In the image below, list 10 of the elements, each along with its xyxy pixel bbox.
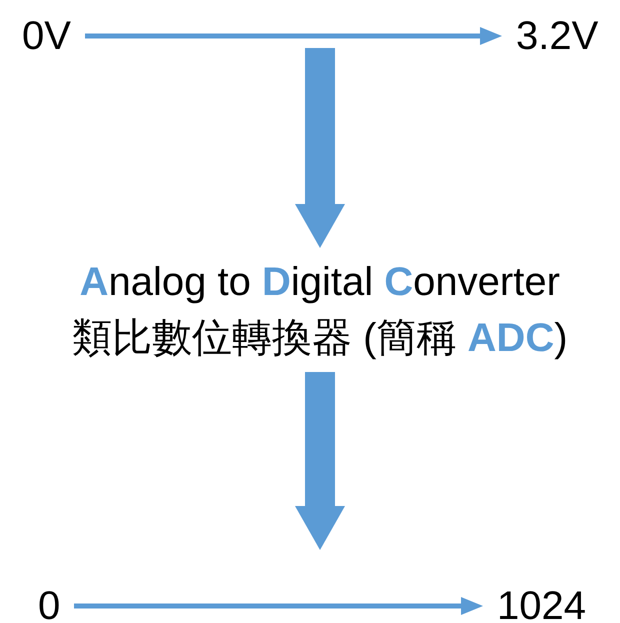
arrow (85, 27, 502, 45)
value-label: 1024 (497, 586, 586, 623)
converter-name: Analog to Digital Converter (78, 262, 561, 302)
arrow (295, 48, 345, 248)
voltage-label: 0V (22, 16, 71, 56)
arrow (74, 597, 483, 615)
value-label: 0 (38, 586, 60, 623)
converter-name-chinese: 類比數位轉換器 (簡稱 ADC) (72, 318, 568, 358)
arrow (295, 372, 345, 550)
voltage-label: 3.2V (516, 16, 598, 56)
